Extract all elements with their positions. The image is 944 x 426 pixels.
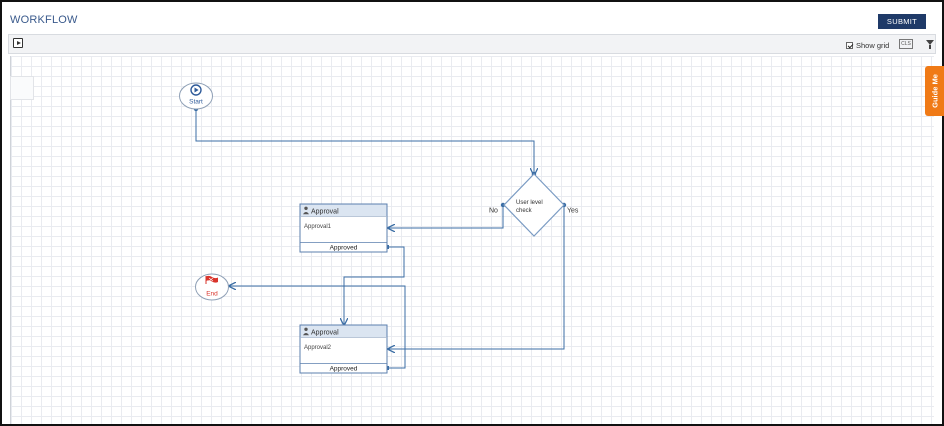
- approval2-name: Approval2: [304, 345, 332, 351]
- page-title: WORKFLOW: [10, 14, 78, 26]
- mini-map[interactable]: [10, 76, 34, 100]
- connector-no-to-approval1[interactable]: [388, 205, 504, 228]
- approval1-node[interactable]: Approval Approval1 Approved: [299, 203, 388, 253]
- decision-node[interactable]: User level check: [503, 173, 565, 237]
- submit-button[interactable]: SUBMIT: [878, 14, 926, 29]
- approval2-type-label: Approval: [311, 330, 339, 337]
- user-icon: [303, 206, 309, 215]
- end-node[interactable]: End: [195, 273, 229, 301]
- show-grid-checkbox[interactable]: [846, 42, 853, 49]
- start-node[interactable]: Start: [179, 82, 213, 110]
- canvas-toolbar: Show grid CLS: [8, 34, 936, 54]
- no-branch-label: No: [489, 208, 498, 215]
- connector-approval2-to-end[interactable]: [229, 286, 406, 369]
- approval1-type-label: Approval: [311, 209, 339, 216]
- guide-me-tab[interactable]: Guide Me: [925, 66, 944, 116]
- connector-yes-to-approval2[interactable]: [388, 205, 565, 349]
- workflow-canvas[interactable]: [10, 56, 934, 424]
- connector-approval1-to-approval2[interactable]: [344, 246, 405, 325]
- decision-label-line2: check: [516, 208, 533, 214]
- approval1-name: Approval1: [304, 224, 332, 230]
- red-flag-icon: [205, 275, 218, 284]
- clear-canvas-icon[interactable]: CLS: [899, 39, 913, 49]
- start-label: Start: [189, 99, 203, 106]
- user-icon: [303, 327, 309, 336]
- decision-label-line1: User level: [516, 200, 543, 206]
- show-grid-label: Show grid: [856, 40, 890, 50]
- approval1-outcome: Approved: [330, 245, 358, 252]
- yes-branch-label: Yes: [567, 208, 579, 215]
- approval2-outcome: Approved: [330, 366, 358, 373]
- connector-start-to-decision[interactable]: [195, 109, 534, 175]
- approval2-node[interactable]: Approval Approval2 Approved: [299, 324, 388, 374]
- connectors: [195, 109, 565, 369]
- port-dot: [500, 202, 506, 208]
- end-label: End: [206, 291, 218, 298]
- panel-toggle-icon[interactable]: [13, 38, 23, 48]
- filter-icon[interactable]: [926, 40, 934, 49]
- play-circle-icon: [190, 84, 202, 96]
